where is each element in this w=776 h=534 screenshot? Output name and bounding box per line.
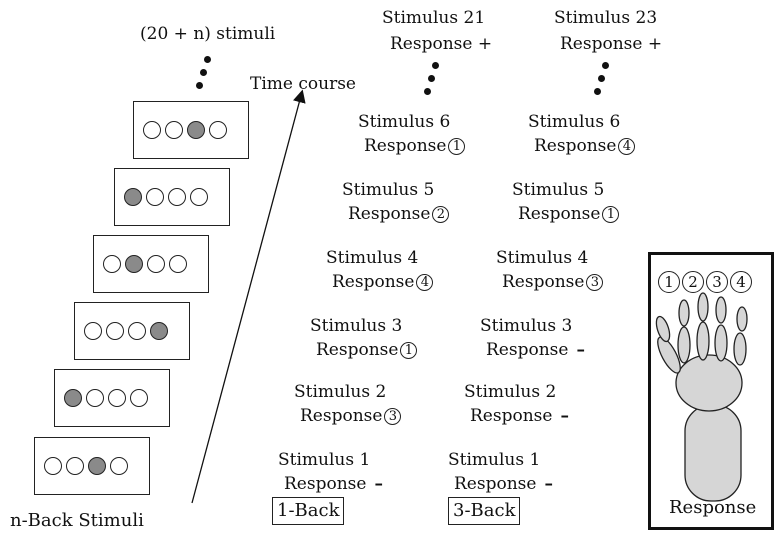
stimulus-label: Stimulus 5: [342, 180, 435, 200]
no-response-dash: –: [576, 340, 585, 360]
stimuli-count-label: (20 + n) stimuli: [140, 24, 276, 44]
stimulus-box: [114, 168, 230, 226]
stimulus-label: Stimulus 4: [496, 248, 589, 268]
stimulus-box: [34, 437, 150, 495]
stimulus-label: Stimulus 2: [294, 382, 387, 402]
response-number-badge: 4: [618, 138, 636, 155]
response-row: Response–: [454, 474, 553, 494]
stimulus-box: [54, 369, 170, 427]
response-label: Response: [332, 272, 415, 292]
no-response-dash: –: [560, 406, 569, 426]
response-panel-label: Response: [669, 497, 757, 518]
response-label: Response: [284, 474, 367, 494]
stimulus-label: Stimulus 5: [512, 180, 605, 200]
one-back-top-response: Response +: [390, 34, 493, 54]
stimulus-box: [74, 302, 190, 360]
filled-circle: [150, 322, 168, 340]
filled-circle: [64, 389, 82, 407]
empty-circle: [165, 121, 183, 139]
response-number-badge: 1: [448, 138, 466, 155]
ellipsis-dots-icon: [196, 56, 211, 92]
no-response-dash: –: [374, 474, 383, 494]
response-row: Response–: [284, 474, 383, 494]
one-back-label: 1-Back: [272, 497, 345, 525]
empty-circle: [108, 389, 126, 407]
no-response-dash: –: [544, 474, 553, 494]
empty-circle: [169, 255, 187, 273]
response-label: Response: [348, 204, 431, 224]
empty-circle: [146, 188, 164, 206]
response-row: Response–: [470, 406, 569, 426]
response-label: Response: [502, 272, 585, 292]
response-button-2: 2: [682, 271, 704, 293]
response-number-badge: 2: [432, 206, 450, 223]
n-back-caption: n-Back Stimuli: [10, 510, 144, 531]
stimulus-label: Stimulus 3: [480, 316, 573, 336]
response-label: Response: [534, 136, 617, 156]
stimulus-label: Stimulus 2: [464, 382, 557, 402]
stimulus-box: [93, 235, 209, 293]
response-button-1: 1: [658, 271, 680, 293]
three-back-top-response: Response +: [560, 34, 663, 54]
three-back-top-stimulus: Stimulus 23: [554, 8, 658, 28]
stimulus-label: Stimulus 1: [278, 450, 371, 470]
one-back-top-stimulus: Stimulus 21: [382, 8, 486, 28]
response-number-badge: 3: [586, 274, 604, 291]
response-row: Response–: [486, 340, 585, 360]
empty-circle: [110, 457, 128, 475]
three-back-label: 3-Back: [448, 497, 521, 525]
response-button-3: 3: [706, 271, 728, 293]
stimulus-label: Stimulus 3: [310, 316, 403, 336]
empty-circle: [190, 188, 208, 206]
response-number-badge: 1: [602, 206, 620, 223]
response-label: Response: [486, 340, 569, 360]
stimulus-label: Stimulus 4: [326, 248, 419, 268]
stimulus-label: Stimulus 6: [528, 112, 621, 132]
ellipsis-dots-icon: [424, 62, 439, 98]
response-label: Response: [470, 406, 553, 426]
response-label: Response: [316, 340, 399, 360]
empty-circle: [86, 389, 104, 407]
response-label: Response: [518, 204, 601, 224]
response-number-badge: 4: [416, 274, 434, 291]
empty-circle: [143, 121, 161, 139]
response-label: Response: [454, 474, 537, 494]
empty-circle: [209, 121, 227, 139]
empty-circle: [103, 255, 121, 273]
filled-circle: [125, 255, 143, 273]
hand-icon: [655, 292, 748, 502]
response-label: Response: [300, 406, 383, 426]
filled-circle: [88, 457, 106, 475]
response-number-badge: 3: [384, 408, 402, 425]
empty-circle: [128, 322, 146, 340]
stimulus-label: Stimulus 6: [358, 112, 451, 132]
empty-circle: [106, 322, 124, 340]
time-course-label: Time course: [250, 74, 356, 94]
empty-circle: [147, 255, 165, 273]
empty-circle: [168, 188, 186, 206]
ellipsis-dots-icon: [594, 62, 609, 98]
stimulus-box: [133, 101, 249, 159]
filled-circle: [187, 121, 205, 139]
filled-circle: [124, 188, 142, 206]
empty-circle: [44, 457, 62, 475]
response-label: Response: [364, 136, 447, 156]
empty-circle: [84, 322, 102, 340]
response-button-4: 4: [730, 271, 752, 293]
response-number-badge: 1: [400, 342, 418, 359]
empty-circle: [66, 457, 84, 475]
empty-circle: [130, 389, 148, 407]
stimulus-label: Stimulus 1: [448, 450, 541, 470]
